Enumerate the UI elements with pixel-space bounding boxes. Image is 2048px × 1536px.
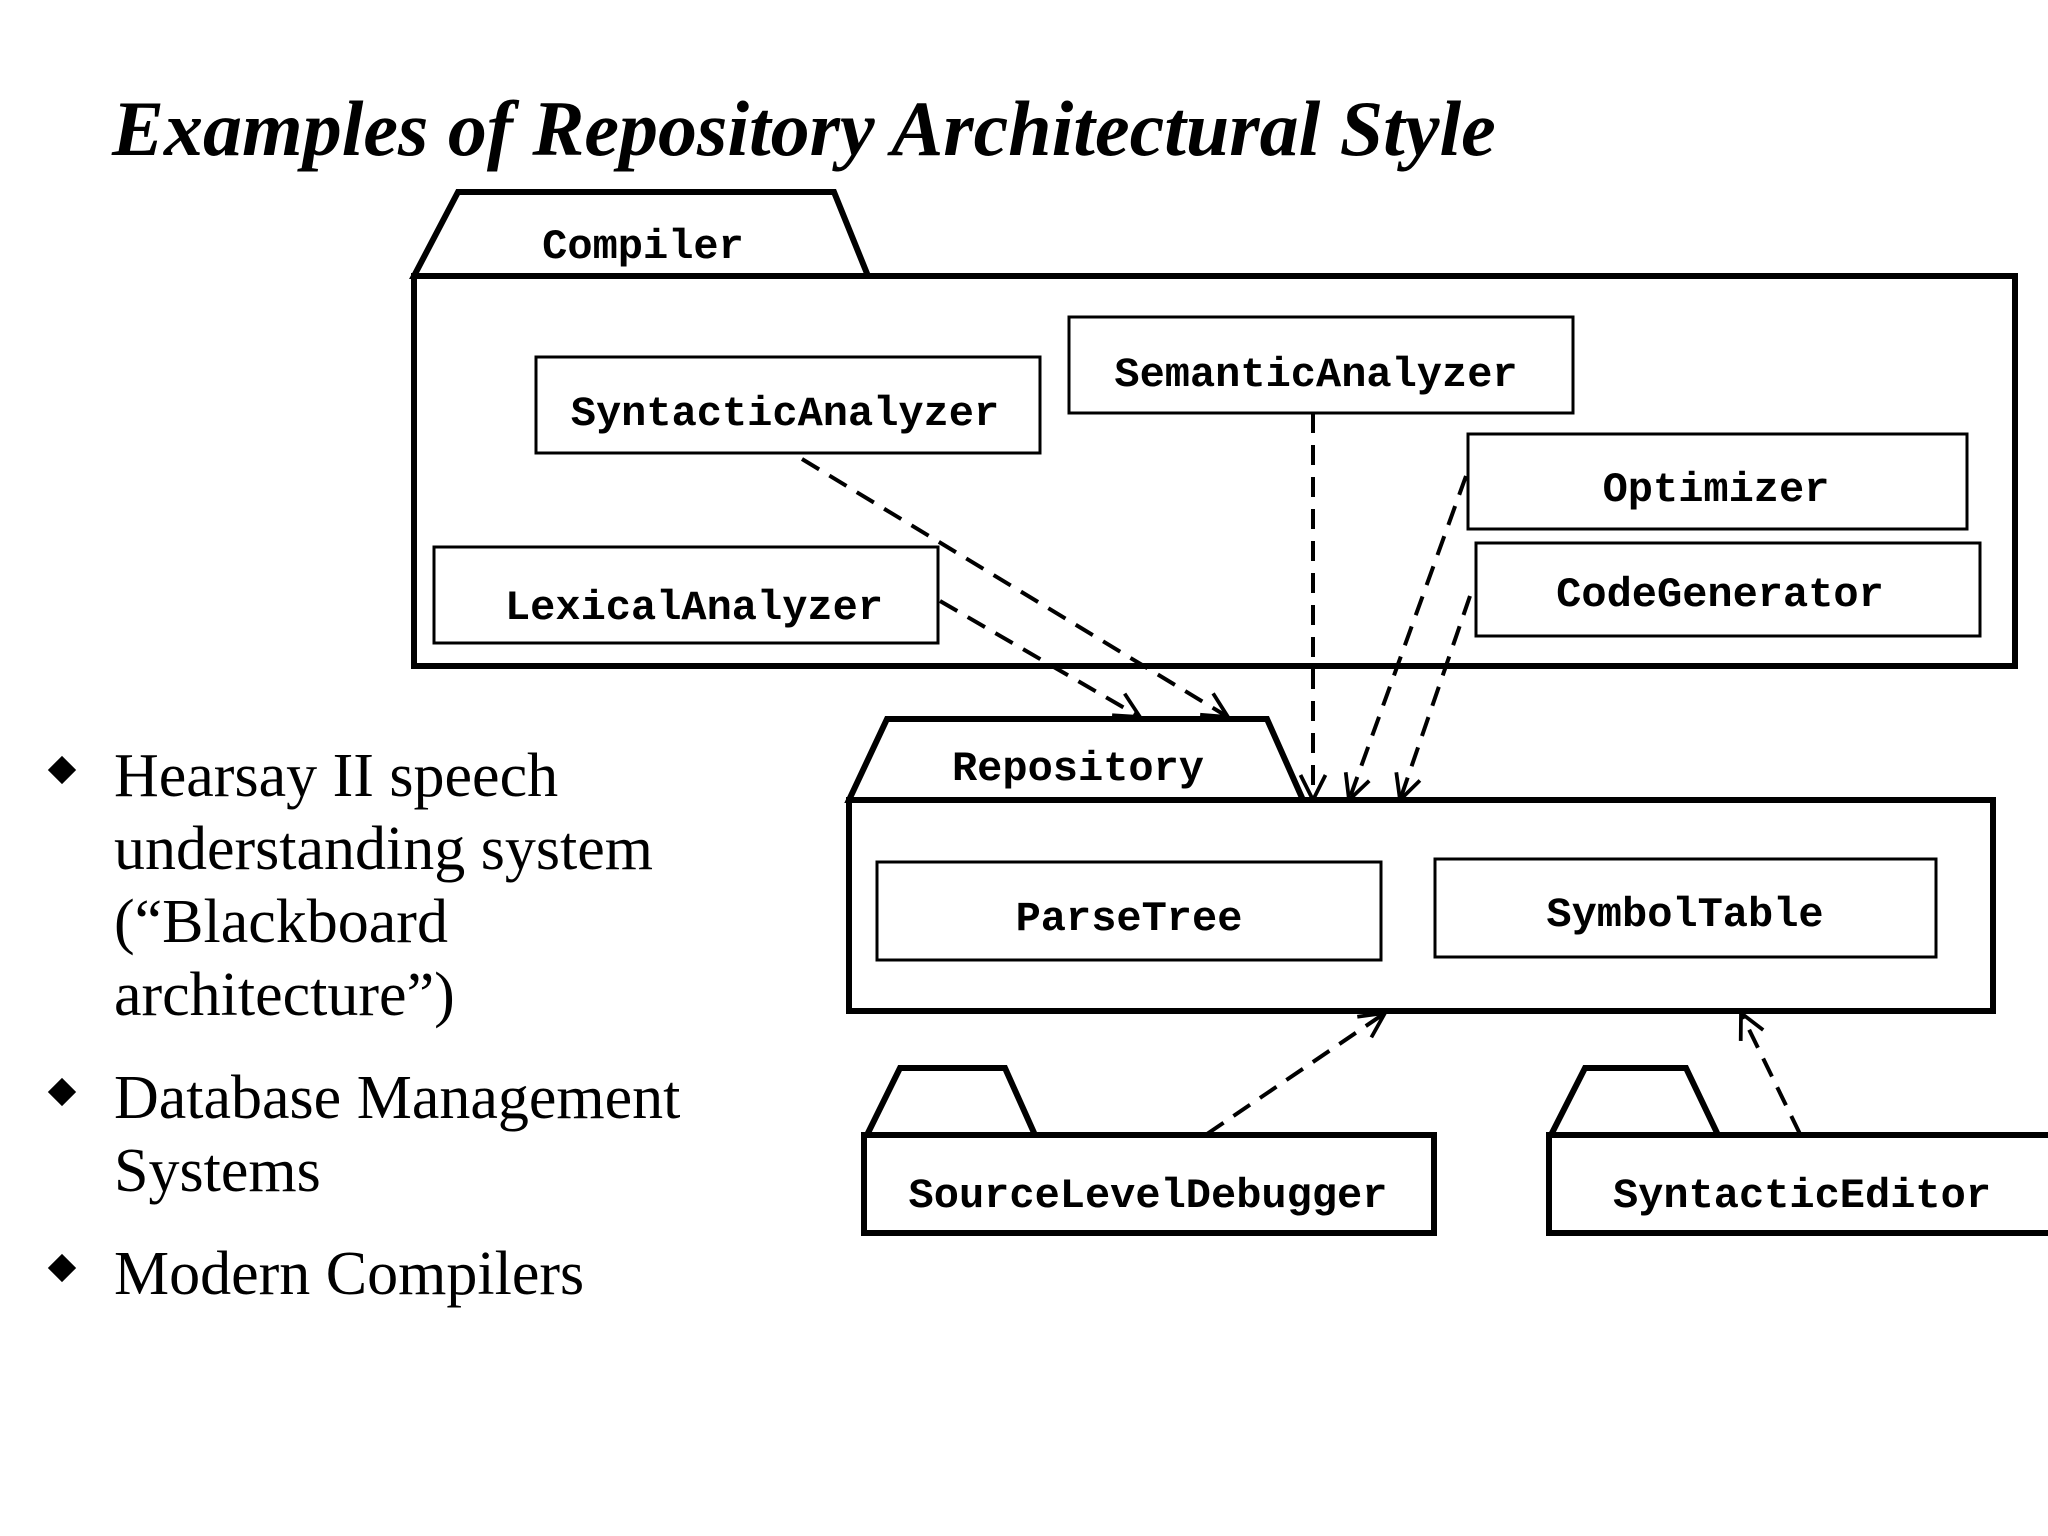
slide-title: Examples of Repository Architectural Sty… (112, 85, 1496, 172)
optimizer-label: Optimizer (1603, 466, 1830, 514)
syntactic-analyzer-dependency-arrow (800, 457, 1228, 717)
compiler-package: Compiler (409, 189, 2018, 669)
bullet-text: Hearsay II speech understanding system (… (114, 742, 653, 1029)
lexical-analyzer-class: LexicalAnalyzer (432, 545, 940, 645)
bullet-text: Database Management Systems (114, 1064, 681, 1205)
bullet-text: Modern Compilers (114, 1240, 585, 1308)
code-generator-label: CodeGenerator (1556, 571, 1884, 619)
lexical-analyzer-label: LexicalAnalyzer (505, 584, 883, 632)
semantic-analyzer-label: SemanticAnalyzer (1114, 351, 1517, 399)
compiler-package-label: Compiler (542, 223, 744, 271)
symbol-table-class: SymbolTable (1433, 857, 1938, 959)
repository-package-label: Repository (952, 745, 1204, 793)
symbol-table-label: SymbolTable (1546, 891, 1823, 939)
source-level-debugger-label: SourceLevelDebugger (909, 1172, 1388, 1220)
optimizer-class: Optimizer (1466, 432, 1969, 531)
syntactic-editor-package: SyntacticEditor (1546, 1065, 2048, 1236)
code-generator-class: CodeGenerator (1474, 541, 1982, 638)
bullet-item: Database Management Systems (40, 1062, 800, 1208)
syntactic-editor-label: SyntacticEditor (1613, 1172, 1991, 1220)
bullet-list: Hearsay II speech understanding system (… (40, 740, 800, 1341)
source-level-debugger-dependency-arrow (1205, 1013, 1385, 1136)
optimizer-dependency-arrow (1349, 475, 1468, 800)
bullet-item: Hearsay II speech understanding system (… (40, 740, 800, 1032)
code-generator-dependency-arrow (1400, 595, 1472, 800)
source-level-debugger-package: SourceLevelDebugger (861, 1065, 1437, 1236)
parse-tree-label: ParseTree (1016, 895, 1243, 943)
semantic-analyzer-class: SemanticAnalyzer (1067, 315, 1575, 415)
syntactic-analyzer-class: SyntacticAnalyzer (534, 355, 1042, 455)
syntactic-analyzer-label: SyntacticAnalyzer (571, 390, 999, 438)
bullet-item: Modern Compilers (40, 1238, 800, 1311)
parse-tree-class: ParseTree (875, 860, 1383, 962)
lexical-analyzer-dependency-arrow (938, 599, 1140, 717)
syntactic-editor-dependency-arrow (1741, 1013, 1802, 1135)
